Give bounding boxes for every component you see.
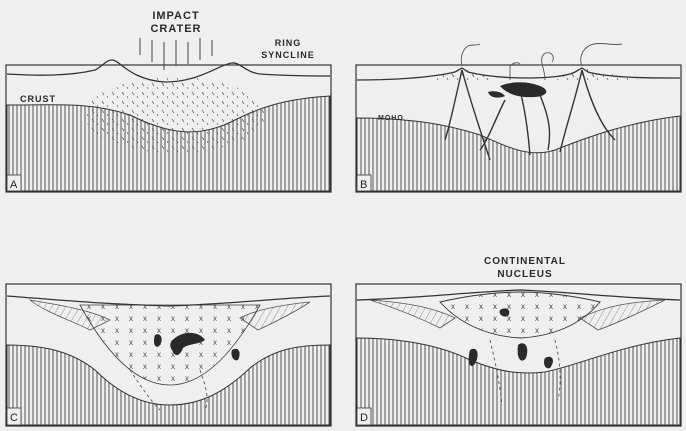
fracture-zone-a — [85, 77, 265, 153]
panel-letter-d: D — [360, 412, 368, 424]
continental-nucleus — [440, 292, 600, 338]
impact-label-2: CRATER — [150, 23, 201, 35]
mantle-b — [357, 116, 680, 191]
panel-a: IMPACT CRATER RING SYNCLINE CRUST A — [6, 10, 331, 192]
nucleus-label-2: NUCLEUS — [497, 269, 552, 280]
crust-label: CRUST — [20, 94, 56, 104]
ring-label-2: SYNCLINE — [261, 50, 315, 60]
magma-body-b1 — [500, 82, 546, 97]
panel-d: CONTINENTAL NUCLEUS D — [356, 256, 681, 426]
panel-letter-a: A — [10, 179, 18, 191]
impact-label-1: IMPACT — [152, 10, 199, 22]
panel-b: MOHO B — [356, 43, 681, 192]
nucleus-label-1: CONTINENTAL — [484, 256, 566, 267]
panel-letter-b: B — [360, 179, 367, 191]
magma-body-b2 — [488, 91, 505, 97]
panel-letter-c: C — [10, 412, 18, 424]
basin-c — [80, 305, 260, 385]
ring-label-1: RING — [275, 38, 302, 48]
crust-surface-b — [357, 68, 680, 80]
moho-label: MOHO — [378, 115, 404, 122]
panel-c: C — [6, 284, 331, 426]
